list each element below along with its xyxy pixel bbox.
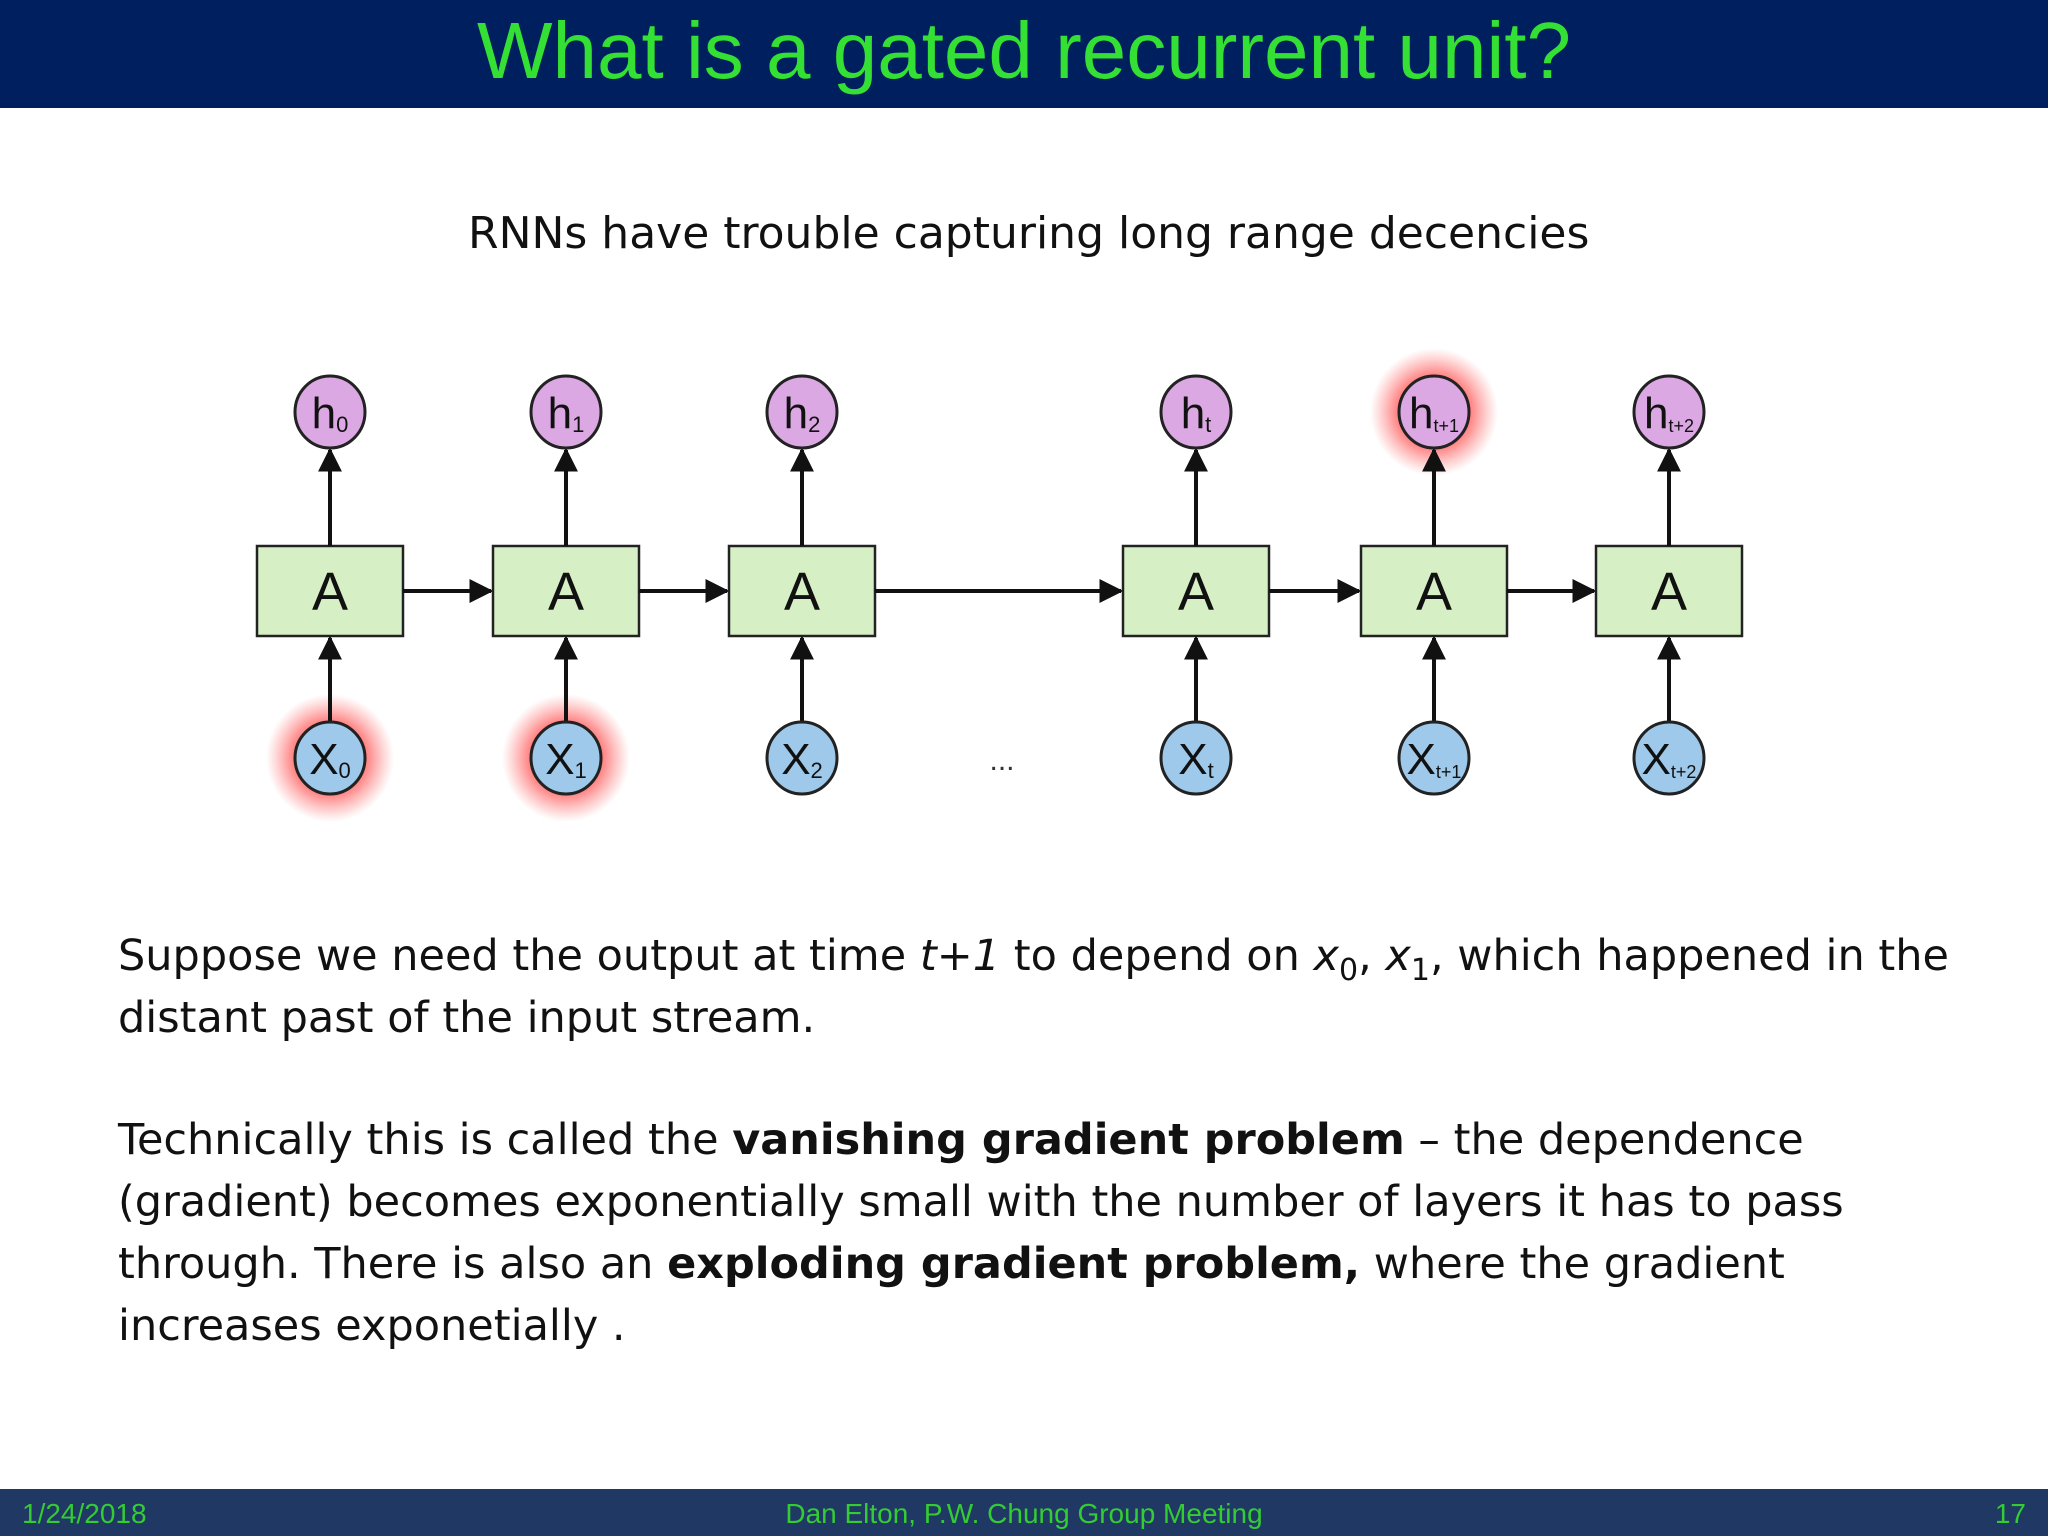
footer-date: 1/24/2018 [22, 1498, 147, 1529]
p2-text-c: – the dependence (gradient) becomes expo… [118, 1115, 1844, 1289]
p1-x0: x [1313, 931, 1339, 981]
output-node-label: ht+1 [1409, 389, 1459, 438]
rnn-cell-label: A [548, 562, 584, 622]
p1-text-a: Suppose we need the output at time [118, 931, 920, 981]
input-node-x [293, 720, 367, 796]
input-node-label: X2 [781, 735, 823, 784]
output-node-h [293, 374, 367, 450]
p1-text-c: , which happened in the distant past of … [118, 931, 1949, 1043]
output-node-label: ht+2 [1644, 389, 1694, 438]
rnn-cell-box [1594, 544, 1744, 638]
p2-exploding-gradient-term: exploding gradient problem, [667, 1239, 1361, 1289]
footer-presenter: Dan Elton, P.W. Chung Group Meeting [785, 1498, 1263, 1529]
p2-text-d: where the gradient increases exponetiall… [118, 1239, 1785, 1351]
output-node-label: h0 [312, 389, 349, 438]
p2-text-a: Technically this is called the [118, 1115, 733, 1165]
rnn-cell-box [1359, 544, 1509, 638]
ellipsis-text: ... [989, 744, 1014, 777]
p1-x0-subscript: 0 [1338, 953, 1359, 988]
p1-x1: x [1385, 931, 1411, 981]
footer-bar: 1/24/2018 Dan Elton, P.W. Chung Group Me… [0, 1489, 2048, 1536]
title-bar: What is a gated recurrent unit? [0, 0, 2048, 108]
paragraph-suppose: Suppose we need the output at time t+1 t… [118, 925, 1958, 1049]
p1-text-b: to depend on [1000, 931, 1314, 981]
paragraph-vanishing-gradient: Technically this is called the vanishing… [118, 1109, 1958, 1357]
slide-subtitle: RNNs have trouble capturing long range d… [468, 208, 1590, 259]
output-node-h [1159, 374, 1233, 450]
output-node-label: h1 [548, 389, 585, 438]
input-node-x [1632, 720, 1706, 796]
output-node-h [765, 374, 839, 450]
rnn-cell-label: A [784, 562, 820, 622]
input-node-label: Xt+2 [1642, 735, 1697, 784]
input-node-x [529, 720, 603, 796]
input-node-x [1397, 720, 1471, 796]
rnn-cell-box [727, 544, 877, 638]
input-node-label: Xt [1178, 735, 1213, 784]
rnn-cell-label: A [1651, 562, 1687, 622]
input-node-label: Xt+1 [1407, 735, 1462, 784]
p1-time-t-plus-1: t+1 [919, 931, 1001, 981]
p2-vanishing-gradient-term: vanishing gradient problem [732, 1115, 1405, 1165]
p1-comma: , [1358, 931, 1386, 981]
rnn-cell-label: A [1178, 562, 1214, 622]
slide-title: What is a gated recurrent unit? [477, 6, 1571, 95]
output-node-h [1632, 374, 1706, 450]
input-node-label: X0 [309, 735, 351, 784]
output-node-label: h2 [784, 389, 821, 438]
output-node-h [529, 374, 603, 450]
rnn-cell-label: A [312, 562, 348, 622]
footer-page-number: 17 [1994, 1498, 2026, 1529]
input-node-label: X1 [545, 735, 587, 784]
input-node-x [1159, 720, 1233, 796]
rnn-cell-box [255, 544, 405, 638]
input-node-x [765, 720, 839, 796]
output-node-label: ht [1181, 389, 1212, 438]
p1-x1-subscript: 1 [1410, 953, 1430, 988]
output-node-h [1397, 374, 1471, 450]
rnn-cell-label: A [1416, 562, 1452, 622]
